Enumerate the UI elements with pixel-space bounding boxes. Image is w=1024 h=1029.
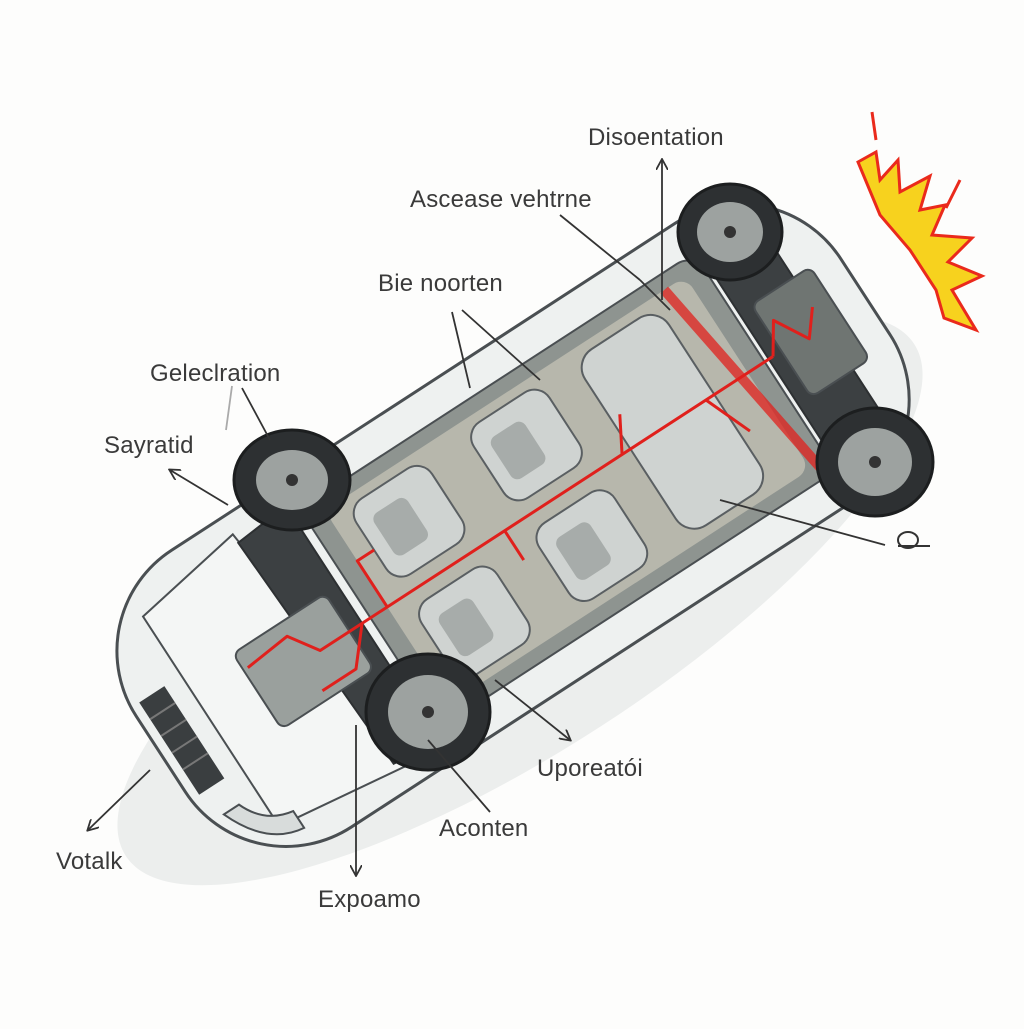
flame-icon — [856, 111, 986, 333]
label-ascease: Ascease vehtrne — [410, 186, 592, 213]
wheel — [364, 652, 492, 772]
seat — [535, 489, 649, 602]
seat — [352, 464, 466, 578]
wiring — [246, 306, 814, 693]
label-aconten: Aconten — [439, 815, 529, 842]
wheel — [232, 428, 352, 532]
small-part-icon — [897, 531, 930, 549]
label-bie: Bie noorten — [378, 270, 503, 297]
label-gelecl: Geleclration — [150, 360, 281, 387]
seat — [418, 565, 531, 679]
seat — [470, 388, 583, 502]
label-sayratid: Sayratid — [104, 432, 194, 459]
callout-lines — [88, 160, 886, 875]
wheel — [815, 406, 935, 518]
label-votalk: Votalk — [56, 848, 123, 875]
label-expoamo: Expoamo — [318, 886, 421, 913]
headlight — [222, 803, 306, 836]
wheel — [676, 182, 784, 282]
car-body — [115, 202, 911, 848]
label-disorientation: Disoentation — [588, 124, 724, 151]
label-uporeatoi: Uporeatói — [537, 755, 643, 782]
